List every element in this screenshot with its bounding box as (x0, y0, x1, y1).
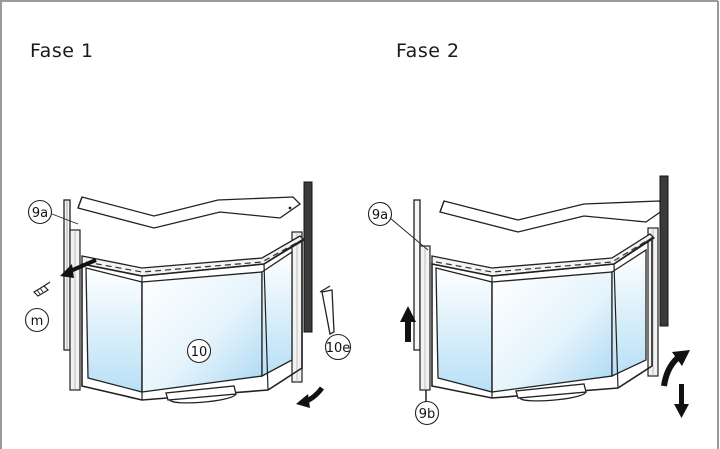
arrow-down-icon (674, 384, 689, 418)
callout-9a-right: 9a (367, 201, 429, 251)
pull-arrow-icon (60, 258, 97, 278)
callout-10e: 10e (324, 333, 352, 361)
right-rail-2 (647, 175, 669, 377)
door-handle-2 (515, 383, 587, 402)
callout-9a-left-label: 9a (32, 206, 48, 221)
phase-1-title: Fase 1 (30, 40, 94, 62)
left-rail-2 (413, 199, 431, 402)
top-deflector-plate-2 (439, 200, 668, 233)
phase-2-drawing: 9a 9b (367, 175, 690, 426)
curved-arrow-icon (296, 386, 324, 408)
glass-door-panes-2 (431, 236, 653, 399)
callout-9b-label: 9b (419, 407, 436, 422)
hex-key-icon (319, 285, 335, 335)
callout-9b: 9b (414, 400, 440, 426)
callout-10e-label: 10e (326, 341, 351, 356)
curved-arrow-icon-2 (661, 350, 690, 387)
top-deflector-plate (77, 196, 302, 229)
glass-door-panes (81, 238, 303, 401)
callout-9a-right-label: 9a (372, 208, 388, 223)
callout-m: m (24, 307, 50, 333)
left-rail (63, 199, 81, 391)
callout-m-label: m (31, 314, 44, 329)
phase-2-title: Fase 2 (396, 40, 460, 62)
callout-9a-left: 9a (27, 199, 79, 225)
screw-icon (33, 281, 51, 297)
arrow-up-icon (400, 306, 416, 342)
door-handle (165, 385, 237, 404)
callout-10: 10 (186, 338, 212, 364)
callout-10-label: 10 (191, 345, 208, 360)
phase-1-drawing: 9a m 10 10e (24, 181, 352, 408)
